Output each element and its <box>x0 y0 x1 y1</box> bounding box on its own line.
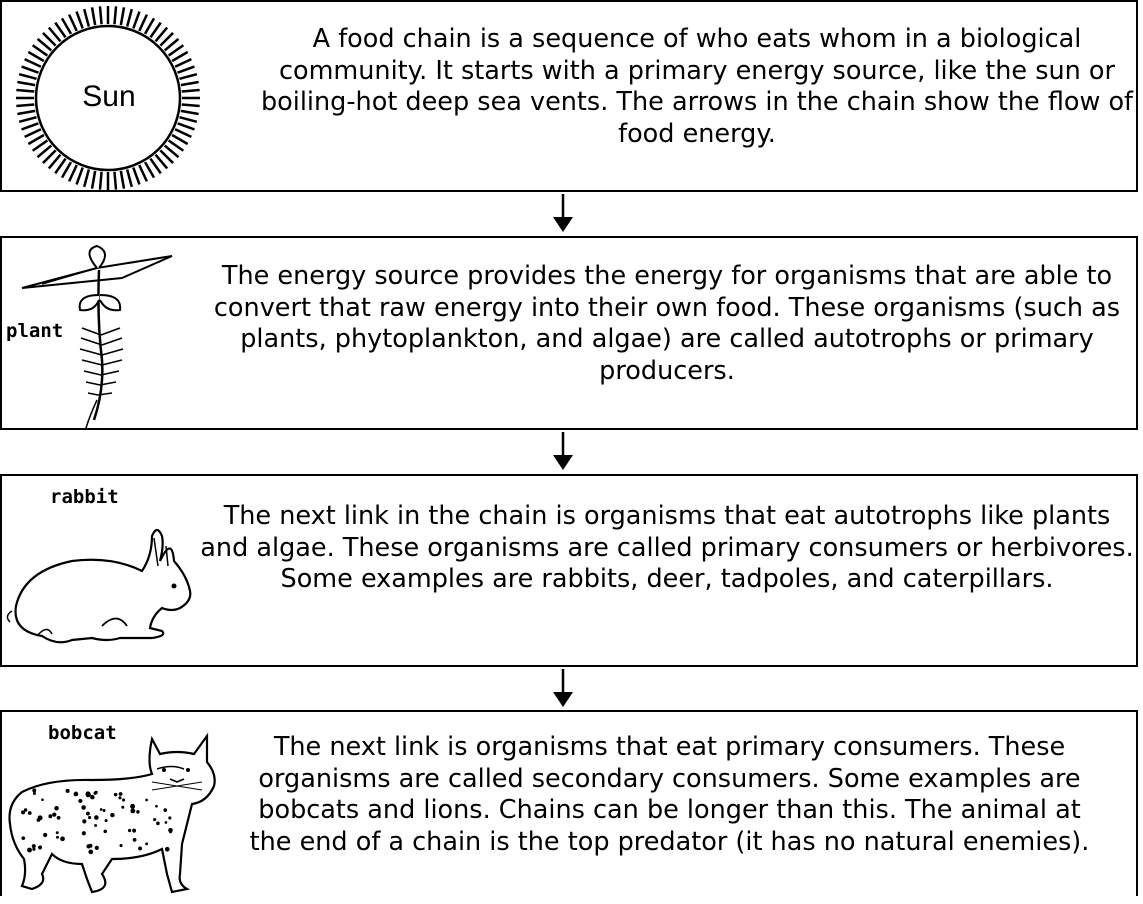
food-chain-link-rabbit: rabbit The next link in the chain is org… <box>0 474 1138 667</box>
link-description: The next link in the chain is organisms … <box>200 501 1134 594</box>
rabbit-icon <box>6 528 192 644</box>
food-chain-link-sun: Sun A food chain is a sequence of who ea… <box>0 0 1138 192</box>
link-description: A food chain is a sequence of who eats w… <box>260 24 1134 149</box>
sun-label: Sun <box>82 80 136 113</box>
down-arrow-icon <box>553 669 573 707</box>
plant-label: plant <box>6 320 64 342</box>
link-description-line: organisms are called secondary consumers… <box>258 763 1081 794</box>
bobcat-label: bobcat <box>48 722 117 744</box>
plant-icon <box>21 244 173 429</box>
down-arrow-icon <box>553 432 573 470</box>
bobcat-icon <box>8 732 216 894</box>
down-arrow-icon <box>553 194 573 232</box>
link-description-line: The next link is organisms that eat prim… <box>273 732 1066 762</box>
link-description-line: bobcats and lions. Chains can be longer … <box>258 795 1081 825</box>
link-description: The energy source provides the energy fo… <box>213 261 1121 386</box>
link-description: The next link is organisms that eat prim… <box>197 732 1142 858</box>
rabbit-label: rabbit <box>50 486 119 508</box>
food-chain-link-plant: plant The energy source provides the ene… <box>0 236 1138 430</box>
link-description-line: the end of a chain is the top predator (… <box>249 826 1090 857</box>
sun-icon <box>16 6 200 190</box>
food-chain-link-bobcat: bobcat The next link is organisms that e… <box>0 710 1138 896</box>
